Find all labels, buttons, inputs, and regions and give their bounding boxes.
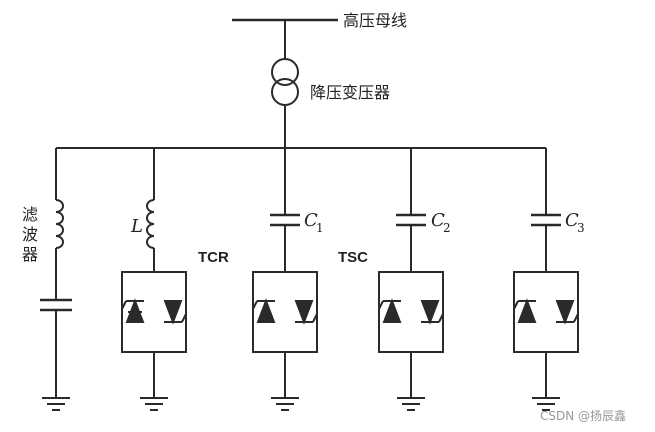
c2-label-letter: C bbox=[431, 210, 445, 231]
c1-label-letter: C bbox=[304, 210, 318, 231]
tcr-inductor bbox=[146, 199, 155, 249]
filter-label-2: 波 bbox=[22, 225, 38, 244]
filter-label-1: 滤 bbox=[22, 205, 38, 224]
tcr-ground-symbol bbox=[140, 397, 168, 411]
hv-bus-label: 高压母线 bbox=[343, 11, 407, 30]
filter-label-3: 器 bbox=[22, 245, 38, 264]
transformer-symbol bbox=[271, 58, 299, 106]
watermark: CSDN @扬辰鑫 bbox=[540, 408, 626, 423]
c1-label-subscript: 1 bbox=[316, 221, 324, 235]
tsc3-branch bbox=[513, 148, 579, 411]
tcr-thyristor-right bbox=[163, 300, 187, 325]
c3-label-letter: C bbox=[565, 210, 579, 231]
tcr-branch bbox=[121, 148, 187, 411]
transformer-label: 降压变压器 bbox=[310, 83, 390, 102]
filter-ground-symbol bbox=[42, 397, 70, 411]
tcr-thyristor-left bbox=[121, 298, 145, 323]
tsc1-branch bbox=[252, 148, 318, 411]
inductor-label: L bbox=[130, 216, 143, 237]
c3-label-subscript: 3 bbox=[577, 221, 585, 235]
tsc-label: TSC bbox=[338, 249, 368, 266]
filter-inductor bbox=[55, 199, 64, 249]
tcr-label: TCR bbox=[198, 249, 229, 266]
filter-branch bbox=[40, 148, 72, 411]
c2-label-subscript: 2 bbox=[443, 221, 451, 235]
tsc2-branch bbox=[378, 148, 444, 411]
